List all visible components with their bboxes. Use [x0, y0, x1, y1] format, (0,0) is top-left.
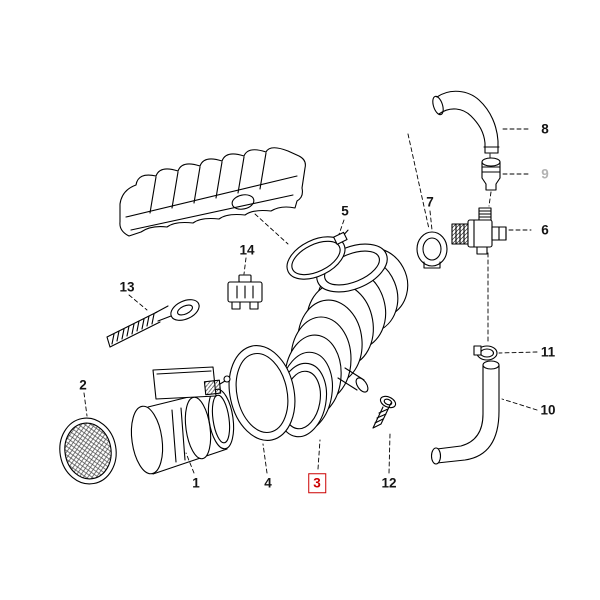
callout-12: 12: [381, 475, 397, 491]
part-14-bracket-drawing: [227, 274, 263, 310]
callout-13: 13: [119, 279, 135, 295]
callout-8: 8: [541, 121, 549, 137]
part-5-hose-clamp-drawing: [286, 229, 349, 280]
part-2-mesh-screen-drawing: [59, 417, 117, 485]
callout-10: 10: [540, 402, 556, 418]
part-7-grommet-drawing: [416, 231, 448, 269]
callout-4: 4: [264, 475, 272, 491]
callout-2: 2: [79, 377, 87, 393]
callout-7: 7: [426, 194, 434, 210]
part-6-valve-drawing: [451, 207, 507, 255]
part-4-adapter-ring-drawing: [228, 345, 296, 441]
part-8-upper-hose-drawing: [432, 90, 500, 154]
callout-11: 11: [540, 344, 556, 360]
callout-9-muted: 9: [541, 166, 549, 182]
part-12-fitting-drawing: [372, 395, 397, 429]
part-3-intake-boot-drawing: [276, 243, 409, 438]
leader-lines: [83, 128, 538, 474]
part-1-maf-sensor-drawing: [130, 366, 235, 475]
callout-6: 6: [541, 222, 549, 238]
part-13-long-screw-drawing: [106, 299, 200, 348]
callout-5: 5: [341, 203, 349, 219]
part-9-connector-drawing: [481, 157, 501, 191]
intake-manifold-drawing: [119, 147, 306, 237]
callout-3-highlighted: 3: [308, 473, 326, 493]
callout-14: 14: [239, 242, 255, 258]
callout-1: 1: [192, 475, 200, 491]
part-11-small-clamp-drawing: [473, 345, 498, 361]
part-10-lower-hose-drawing: [430, 360, 500, 465]
